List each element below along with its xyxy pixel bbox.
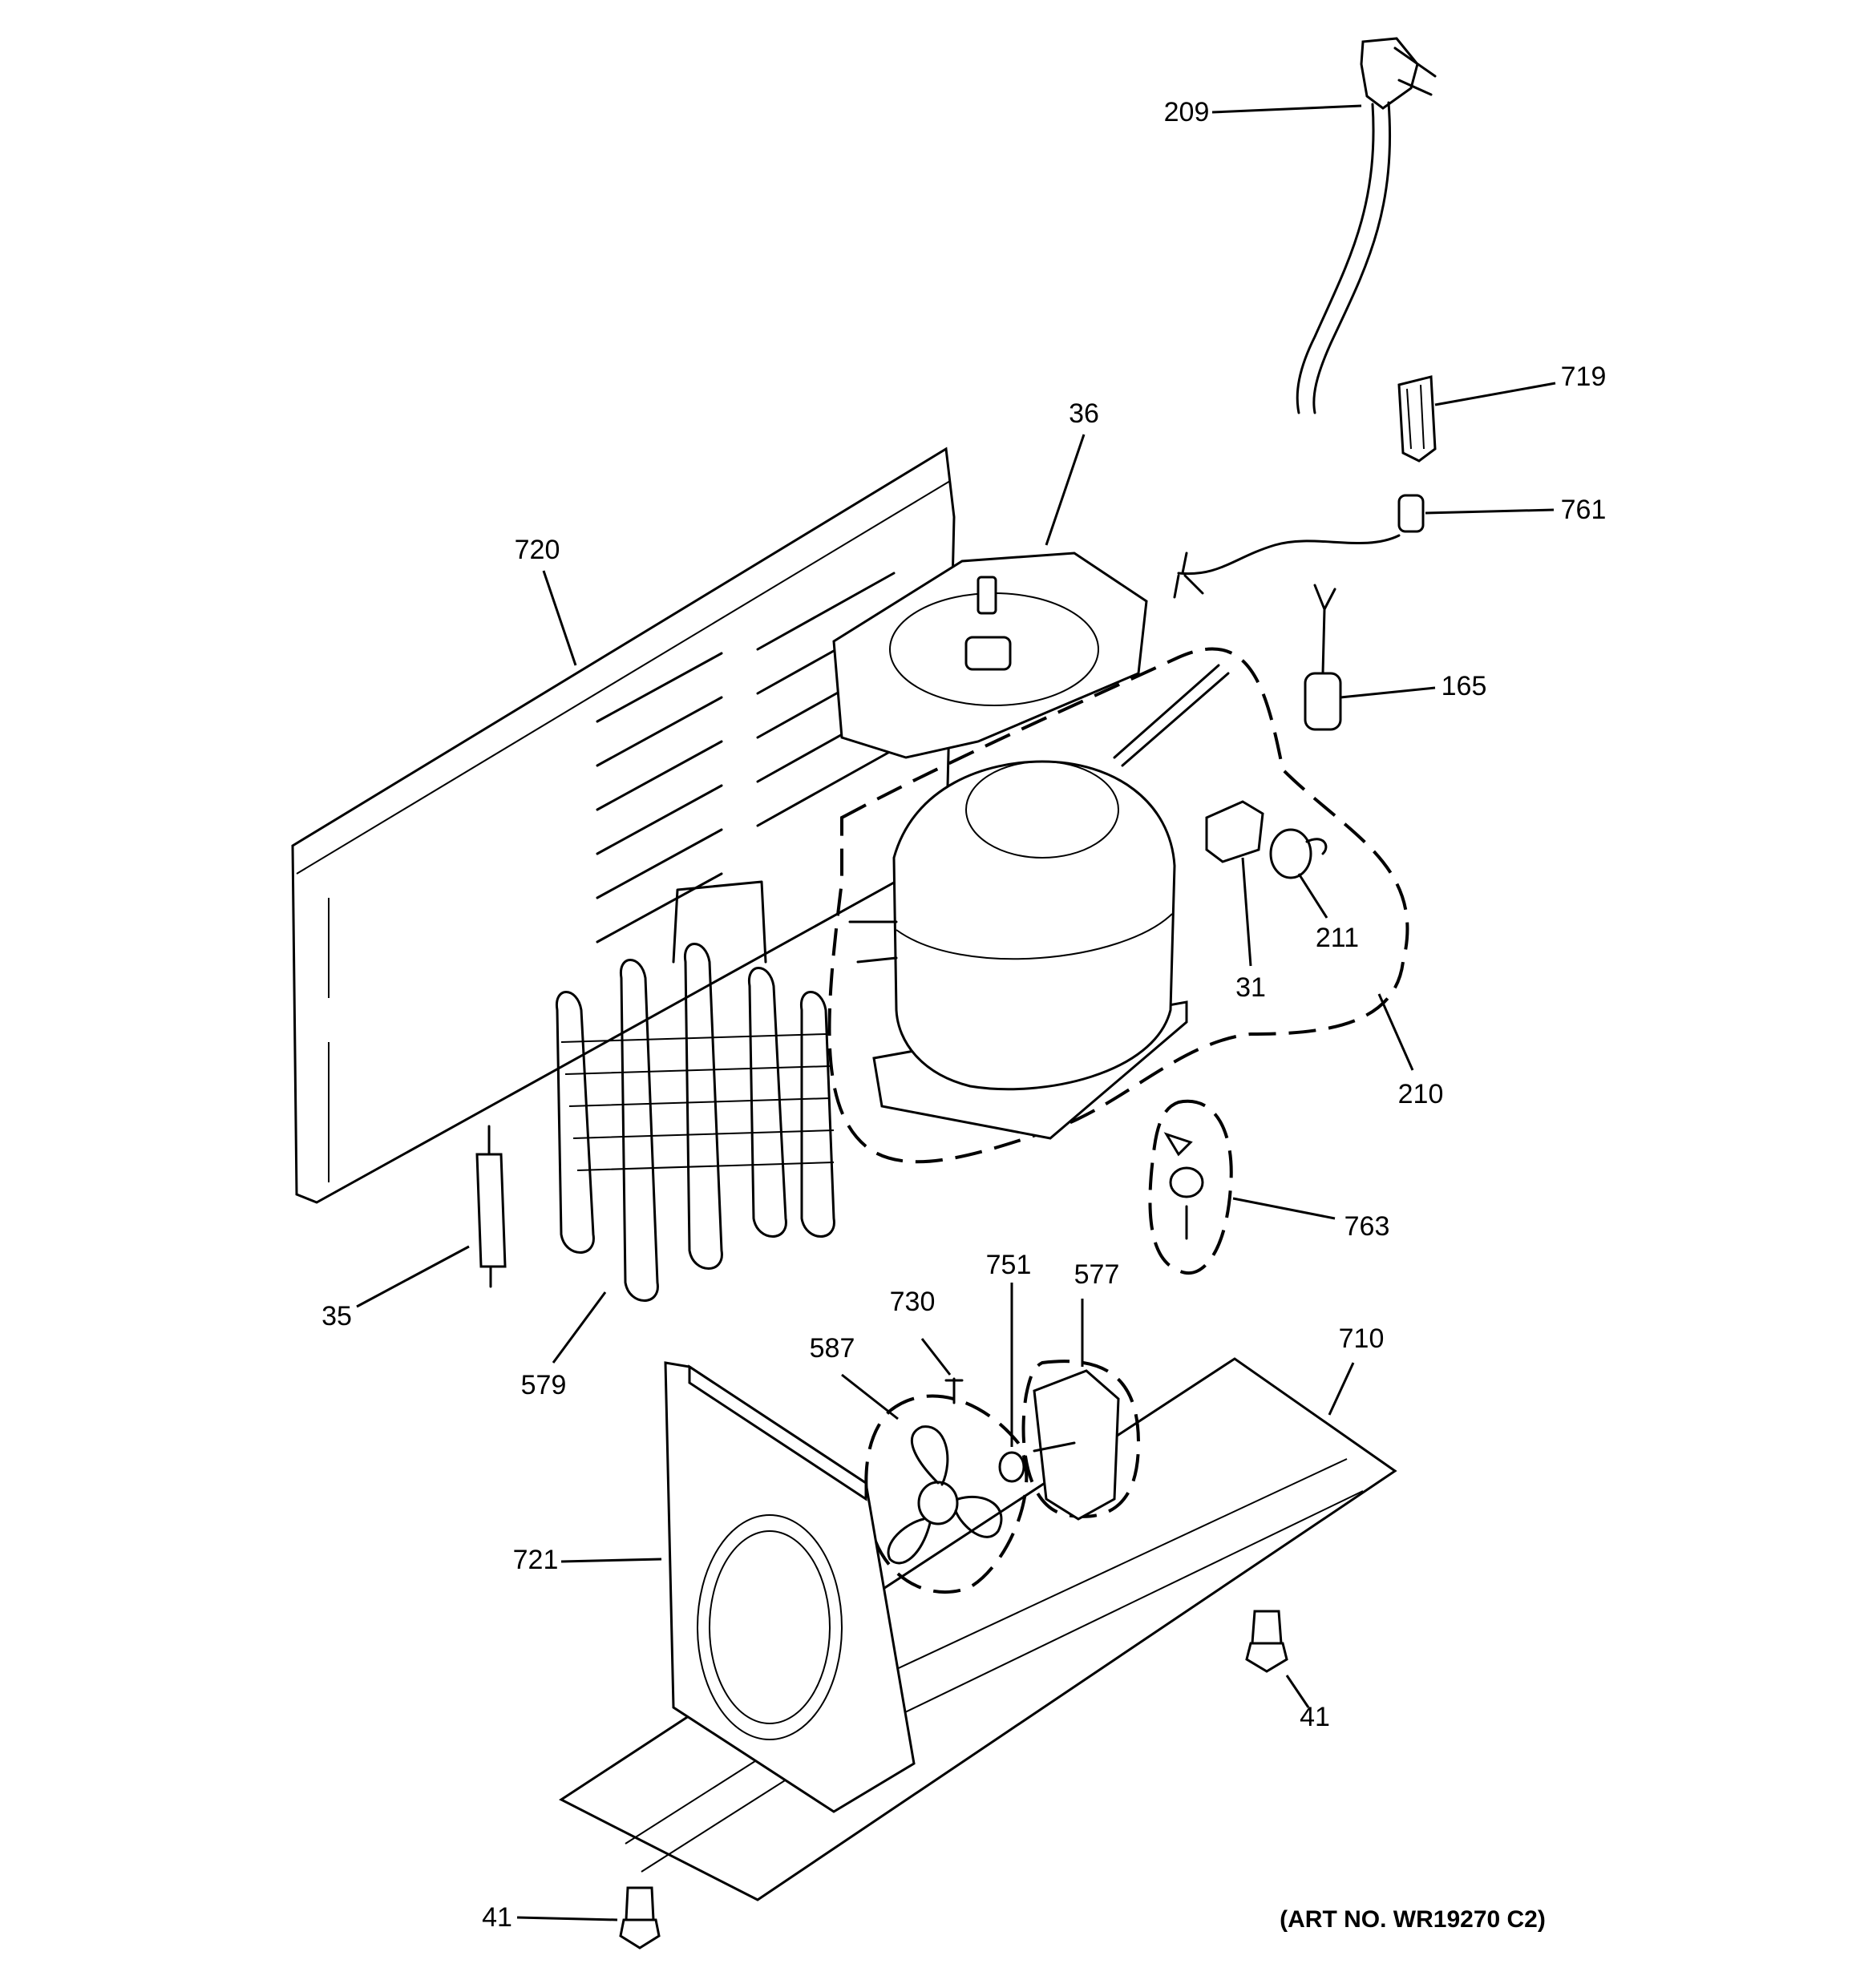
overload-protector bbox=[1269, 828, 1328, 879]
fan-shroud bbox=[664, 1361, 916, 1813]
condenser-coil bbox=[555, 880, 835, 1302]
part-label-763: 763 bbox=[1344, 1211, 1390, 1242]
fan-blade bbox=[864, 1377, 1029, 1594]
part-label-41-right: 41 bbox=[1300, 1702, 1330, 1732]
part-label-41-left: 41 bbox=[482, 1902, 512, 1933]
compressor-bracket bbox=[832, 552, 1148, 759]
part-label-211: 211 bbox=[1315, 923, 1360, 953]
leveling-leg-left bbox=[619, 1886, 661, 1950]
part-label-721: 721 bbox=[512, 1545, 559, 1575]
part-label-31: 31 bbox=[1235, 972, 1266, 1003]
power-cord bbox=[1296, 37, 1437, 414]
clip bbox=[1397, 375, 1437, 463]
art-number: (ART NO. WR19270 C2) bbox=[1280, 1906, 1546, 1933]
back-panel bbox=[291, 446, 956, 1204]
part-label-751: 751 bbox=[985, 1250, 1032, 1280]
part-label-210: 210 bbox=[1397, 1079, 1444, 1109]
part-label-730: 730 bbox=[889, 1287, 936, 1317]
part-label-587: 587 bbox=[809, 1333, 855, 1364]
start-relay bbox=[1205, 800, 1264, 863]
fan-motor bbox=[998, 1360, 1141, 1521]
part-label-35: 35 bbox=[321, 1301, 352, 1331]
wire-connector bbox=[1173, 494, 1425, 599]
part-label-761: 761 bbox=[1560, 495, 1607, 525]
part-label-719: 719 bbox=[1560, 362, 1607, 392]
panel-vents bbox=[596, 572, 896, 943]
leader-lines bbox=[356, 104, 1556, 1921]
part-label-165: 165 bbox=[1441, 671, 1487, 701]
part-label-577: 577 bbox=[1074, 1259, 1120, 1290]
filter-drier bbox=[475, 1125, 507, 1288]
leveling-leg-right bbox=[1245, 1610, 1288, 1673]
part-label-710: 710 bbox=[1338, 1323, 1385, 1354]
hardware-kit bbox=[1148, 1099, 1233, 1275]
part-label-209: 209 bbox=[1163, 97, 1210, 127]
compressor bbox=[827, 647, 1409, 1164]
part-label-720: 720 bbox=[514, 535, 560, 565]
part-label-579: 579 bbox=[520, 1370, 567, 1400]
capacitor bbox=[1304, 584, 1342, 731]
part-label-36: 36 bbox=[1069, 398, 1099, 429]
